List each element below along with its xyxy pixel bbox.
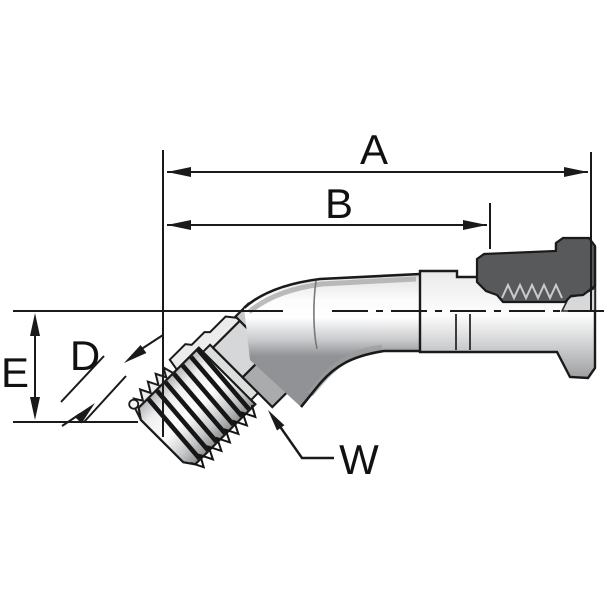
thread-crests — [146, 348, 251, 461]
elbow-body — [243, 272, 421, 408]
fitting-drawing — [128, 236, 606, 469]
dimension-label-w: W — [339, 436, 379, 483]
shell-grip-serrations — [501, 282, 563, 301]
arrowhead — [167, 220, 191, 230]
arrowhead — [564, 167, 588, 177]
dimension-label-b: B — [325, 180, 353, 227]
thread-body — [137, 346, 257, 466]
elbow-fill — [244, 274, 421, 407]
d-witness-line-2 — [83, 375, 127, 423]
arrowhead — [30, 313, 40, 336]
arrowhead — [463, 220, 487, 230]
d-witness-line-1 — [60, 355, 105, 403]
arrowhead — [30, 397, 40, 420]
dimension-a: A — [167, 126, 588, 177]
arrowhead — [268, 410, 285, 431]
elbow-inner-edge — [299, 349, 420, 408]
arrowhead — [74, 403, 95, 424]
arrowhead — [167, 167, 191, 177]
dimension-b: B — [167, 180, 487, 230]
socket-groove-lines — [455, 314, 471, 350]
elbow-top-shade — [247, 276, 417, 314]
dimension-d: D — [60, 332, 164, 427]
thread-edge-serration — [190, 404, 257, 469]
dimension-e: E — [1, 310, 283, 423]
w-leader-line — [273, 417, 334, 460]
bend-tangent-line — [313, 280, 318, 350]
dimension-label-e: E — [1, 349, 29, 396]
thread-runout-detail — [128, 398, 140, 410]
arrowhead — [124, 345, 147, 363]
dimension-label-d: D — [70, 332, 100, 379]
dimension-label-a: A — [360, 126, 388, 173]
callout-w: W — [268, 410, 379, 483]
elbow-outer-edge — [243, 272, 421, 309]
dimension-annotations: A B E D — [1, 126, 592, 483]
